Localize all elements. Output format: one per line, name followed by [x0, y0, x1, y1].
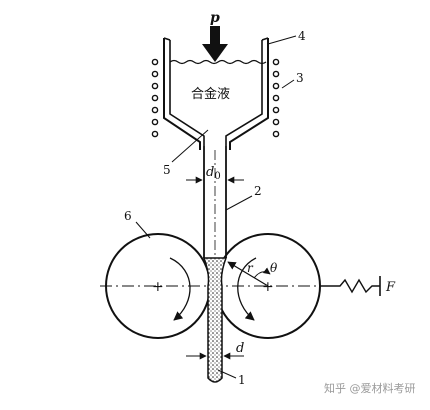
part-number-4: 4 [298, 29, 306, 43]
induction-coil-right [272, 58, 280, 138]
part-number-1: 1 [238, 373, 246, 387]
nozzle-diameter-label: d0 [206, 165, 221, 182]
pressure-label: p [210, 10, 220, 26]
strip-thickness-label: d [236, 341, 244, 356]
watermark: 知乎 @爱材料考研 [324, 381, 416, 395]
crucible [163, 37, 269, 150]
part-number-6: 6 [124, 209, 132, 223]
spring [320, 276, 381, 296]
radius-angle-marker [227, 261, 271, 287]
induction-coil-left [151, 58, 159, 138]
leader-lines [135, 35, 297, 379]
svg-text:+: + [262, 279, 274, 295]
angle-label: θ [270, 261, 278, 275]
alloy-liquid-label: 合金液 [191, 86, 230, 102]
force-label: F [385, 280, 396, 295]
svg-text:+: + [152, 279, 164, 295]
cast-strip [202, 257, 228, 383]
part-number-5: 5 [163, 163, 171, 177]
part-number-3: 3 [296, 71, 304, 85]
liquid-surface [169, 59, 267, 65]
pressure-arrow [202, 26, 228, 62]
part-number-2: 2 [254, 184, 262, 198]
radius-label: r [247, 261, 254, 275]
nozzle-tube [203, 146, 227, 258]
